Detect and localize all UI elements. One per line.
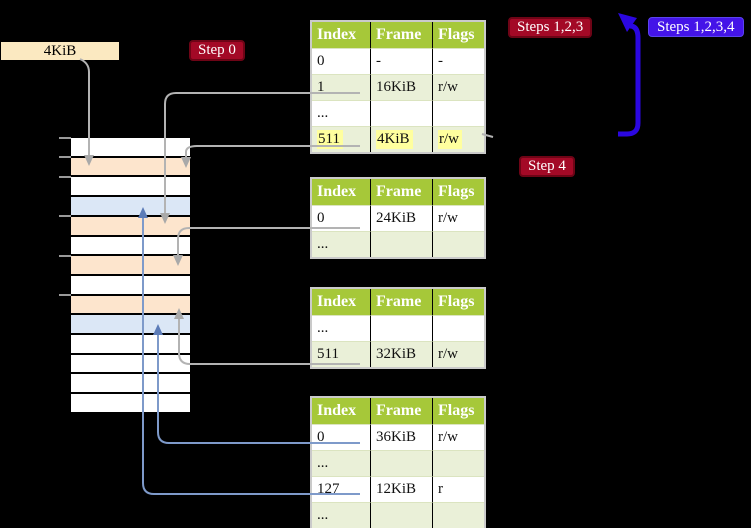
header-cell-frame: Frame <box>370 22 432 48</box>
table-cell <box>370 502 432 528</box>
memory-tick <box>59 176 71 178</box>
highlighted-value: 511 <box>317 130 343 149</box>
header-cell-index: Index <box>312 398 370 424</box>
table-cell: r/w <box>432 205 484 231</box>
table-cell: r/w <box>432 74 484 100</box>
highlighted-value: 4KiB <box>376 130 413 149</box>
badge-steps-1-2-3-4: Steps 1,2,3,4 <box>648 17 744 37</box>
memory-row-free <box>71 394 190 414</box>
table-cell: 36KiB <box>370 424 432 450</box>
table-cell <box>432 450 484 476</box>
memory-tick <box>59 255 71 257</box>
table-cell: 32KiB <box>370 341 432 367</box>
table-cell: ... <box>312 450 370 476</box>
memory-row-mapped-frame <box>71 315 190 336</box>
arrow-recursive-loop <box>618 13 641 137</box>
table-cell: ... <box>312 502 370 528</box>
table-cell: r <box>432 476 484 502</box>
table-cell: ... <box>312 231 370 257</box>
table-cell: ... <box>312 100 370 126</box>
table-cell: 0 <box>312 205 370 231</box>
memory-row-page-table <box>71 295 190 316</box>
badge-steps-1-2-3: Steps 1,2,3 <box>508 17 593 38</box>
table-cell <box>370 450 432 476</box>
memory-row-free <box>71 374 190 395</box>
table-cell: 24KiB <box>370 205 432 231</box>
memory-tick <box>59 156 71 158</box>
header-cell-frame: Frame <box>370 289 432 315</box>
table-cell <box>432 231 484 257</box>
memory-row-free <box>71 354 190 375</box>
header-cell-index: Index <box>312 22 370 48</box>
memory-tick <box>59 215 71 217</box>
highlighted-value: r/w <box>438 130 462 149</box>
table-cell: - <box>432 48 484 74</box>
table-cell: - <box>370 48 432 74</box>
memory-row-free <box>71 177 190 198</box>
table-cell: 16KiB <box>370 74 432 100</box>
badge-step-0: Step 0 <box>189 40 245 61</box>
header-cell-flags: Flags <box>432 289 484 315</box>
memory-row-free <box>71 236 190 257</box>
header-cell-frame: Frame <box>370 398 432 424</box>
table-cell <box>370 231 432 257</box>
table-cell <box>432 502 484 528</box>
table-cell: 0 <box>312 48 370 74</box>
header-cell-flags: Flags <box>432 22 484 48</box>
memory-row-free <box>71 275 190 296</box>
header-cell-flags: Flags <box>432 179 484 205</box>
header-cell-flags: Flags <box>432 398 484 424</box>
table-cell <box>370 315 432 341</box>
table-cell: 1 <box>312 74 370 100</box>
table-cell: 12KiB <box>370 476 432 502</box>
table-cell: r/w <box>432 341 484 367</box>
table-cell: r/w <box>432 126 484 152</box>
table-cell <box>432 100 484 126</box>
table-cell: 127 <box>312 476 370 502</box>
memory-row-page-table <box>71 157 190 178</box>
memory-tick <box>59 137 71 139</box>
badge-step-4: Step 4 <box>519 156 575 177</box>
table-cell <box>432 315 484 341</box>
memory-row-free <box>71 138 190 158</box>
physical-memory-strip <box>71 138 190 414</box>
memory-row-page-table <box>71 216 190 237</box>
memory-row-free <box>71 335 190 355</box>
header-cell-index: Index <box>312 179 370 205</box>
memory-row-page-table <box>71 256 190 276</box>
page-size-label: 4KiB <box>1 42 119 60</box>
header-cell-index: Index <box>312 289 370 315</box>
table-cell <box>370 100 432 126</box>
table-cell: 4KiB <box>370 126 432 152</box>
table-cell: 0 <box>312 424 370 450</box>
header-cell-frame: Frame <box>370 179 432 205</box>
table-cell: r/w <box>432 424 484 450</box>
table-cell: 511 <box>312 341 370 367</box>
table-cell: 511 <box>312 126 370 152</box>
table-cell: ... <box>312 315 370 341</box>
memory-row-mapped-frame <box>71 197 190 217</box>
memory-tick <box>59 294 71 296</box>
